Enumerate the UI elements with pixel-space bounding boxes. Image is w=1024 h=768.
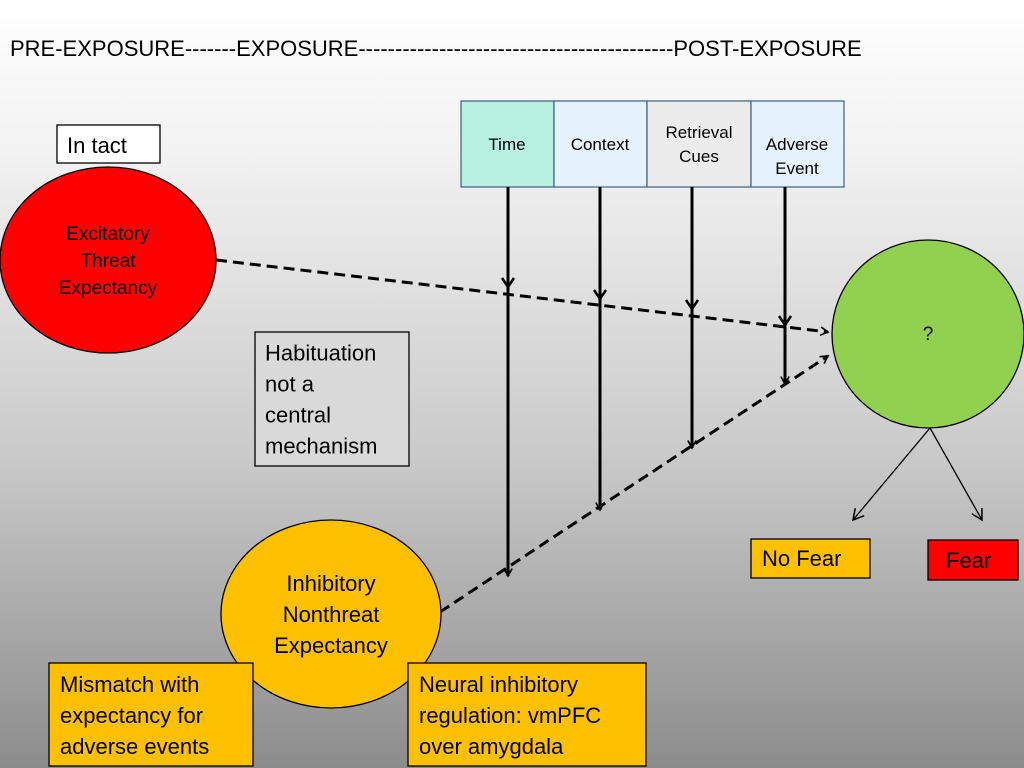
factor-adverse-event-line-2: Event	[775, 159, 819, 178]
factor-context-line-1: Context	[571, 135, 630, 154]
mismatch-label: Mismatch with expectancy for adverse event…	[60, 672, 209, 759]
habituation-label: Habituation not a central mechanism	[265, 341, 377, 459]
factor-retrieval-cues-line-2: Cues	[679, 147, 719, 166]
excitatory-line-3: Expectancy	[59, 278, 158, 299]
excitatory-line-1: Excitatory	[66, 224, 150, 245]
in-tact-label: In tact	[67, 133, 127, 158]
inhibitory-line-1: Inhibitory	[286, 571, 375, 596]
no-fear-box	[750, 538, 871, 579]
habituation-line-2: not a	[265, 372, 315, 397]
timeline-title: PRE-EXPOSURE-------EXPOSURE-------------…	[10, 36, 862, 61]
factor-time-line-1: Time	[488, 135, 525, 154]
factor-adverse-event-line-1: Adverse	[766, 135, 828, 154]
fear-label: Fear	[946, 548, 991, 573]
habituation-line-1: Habituation	[265, 341, 376, 366]
outcome-label: ?	[923, 324, 934, 345]
habituation-line-3: central	[265, 403, 331, 428]
factor-time-label: Time	[488, 135, 525, 154]
retrieval-cross-mark	[684, 299, 700, 312]
inhibitory-line-2: Nonthreat	[283, 602, 380, 627]
time-cross-mark	[500, 277, 516, 290]
no-fear-label: No Fear	[762, 546, 841, 571]
in-tact-box	[56, 124, 161, 164]
neural-line-2: regulation: vmPFC	[419, 703, 601, 728]
excitatory-threat-expectancy-node	[0, 166, 217, 354]
fear-branch-arrow	[929, 427, 983, 522]
adverse-cross-mark	[777, 315, 793, 328]
neural-line-1: Neural inhibitory	[419, 672, 578, 697]
neural-line-3: over amygdala	[419, 734, 564, 759]
neural-regulation-label: Neural inhibitory regulation: vmPFC over a…	[419, 672, 601, 759]
factor-retrieval-cues-line-1: Retrieval	[665, 123, 732, 142]
habituation-box	[254, 331, 410, 467]
excitatory-line-2: Threat	[81, 251, 137, 272]
mismatch-line-3: adverse events	[60, 734, 209, 759]
fear-box	[927, 539, 1019, 581]
no-fear-branch-arrow	[851, 427, 931, 522]
outcome-node	[831, 239, 1024, 429]
mismatch-line-1: Mismatch with	[60, 672, 199, 697]
factor-context-label: Context	[571, 135, 630, 154]
context-cross-mark	[592, 289, 608, 302]
habituation-line-4: mechanism	[265, 434, 377, 459]
inhibitory-nonthreat-expectancy-node	[220, 519, 442, 709]
mismatch-line-2: expectancy for	[60, 703, 203, 728]
factor-context: Context	[553, 100, 648, 188]
neural-regulation-box	[407, 662, 647, 767]
mismatch-box	[48, 662, 254, 767]
inhibitory-line-3: Expectancy	[274, 633, 388, 658]
factor-time: Time	[460, 100, 555, 188]
excitatory-to-outcome-arrow	[215, 258, 828, 332]
